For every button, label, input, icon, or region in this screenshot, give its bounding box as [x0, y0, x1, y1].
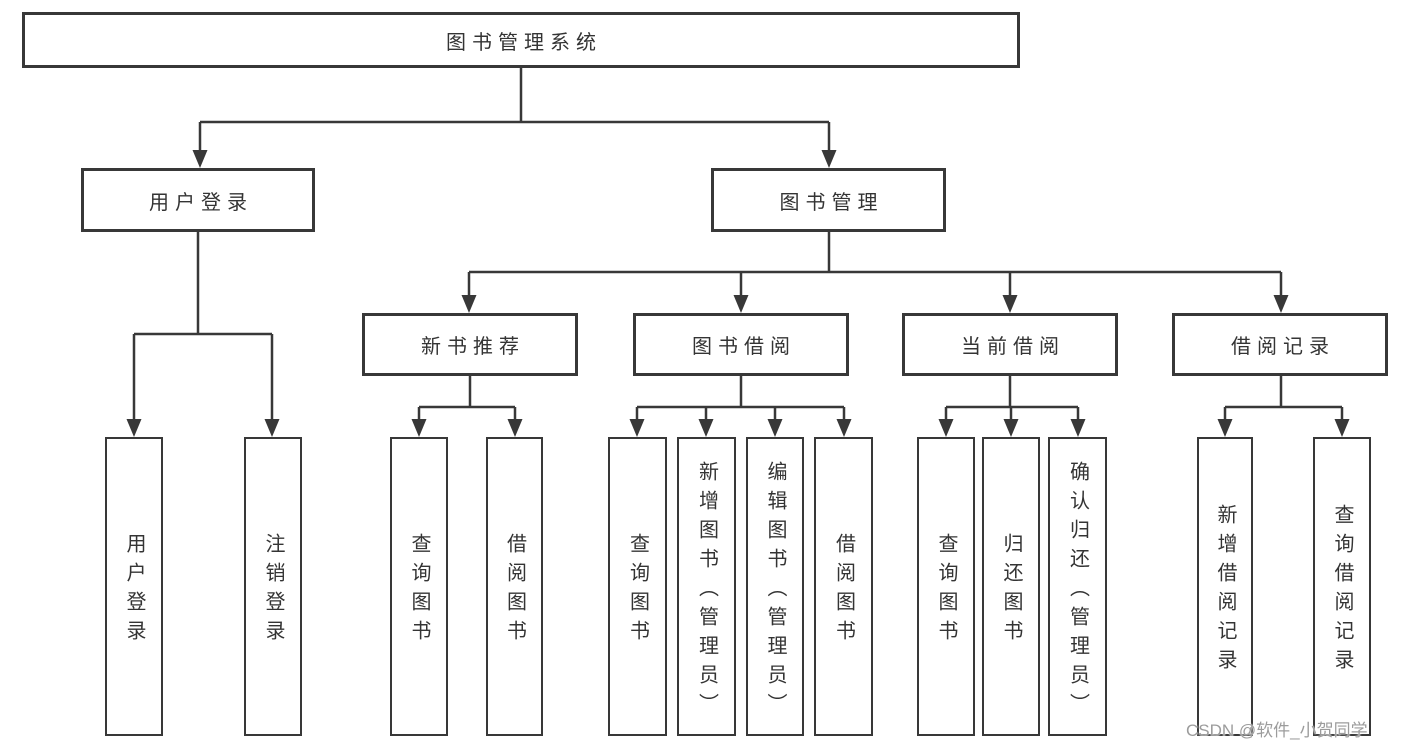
leaf-borrow-book: 借阅图书 — [814, 437, 873, 736]
leaf-borrow-edit-admin-label: 编辑图书（管理员） — [764, 460, 786, 722]
node-user-login: 用户登录 — [81, 168, 315, 232]
leaf-newbooks-query: 查询图书 — [390, 437, 448, 736]
leaf-borrow-query: 查询图书 — [608, 437, 667, 736]
node-current-borrow-label: 当前借阅 — [961, 336, 1065, 358]
node-new-book-recommend-label: 新书推荐 — [421, 336, 525, 358]
node-user-login-label: 用户登录 — [149, 191, 253, 214]
leaf-newbooks-borrow-label: 借阅图书 — [503, 533, 526, 649]
leaf-current-query-label: 查询图书 — [935, 533, 957, 649]
leaf-borrow-edit-admin: 编辑图书（管理员） — [746, 437, 804, 736]
leaf-logout-label: 注销登录 — [262, 533, 284, 649]
leaf-borrow-add-admin: 新增图书（管理员） — [677, 437, 736, 736]
node-root-system: 图书管理系统 — [22, 12, 1020, 68]
leaf-records-query: 查询借阅记录 — [1313, 437, 1371, 736]
node-borrow-records: 借阅记录 — [1172, 313, 1388, 376]
leaf-current-return-label: 归还图书 — [1000, 533, 1022, 649]
node-book-borrow: 图书借阅 — [633, 313, 849, 376]
leaf-current-confirm-admin-label: 确认归还（管理员） — [1066, 460, 1089, 722]
node-book-management-label: 图书管理 — [779, 191, 884, 214]
leaf-user-login: 用户登录 — [105, 437, 163, 736]
leaf-newbooks-query-label: 查询图书 — [408, 533, 430, 649]
leaf-current-confirm-admin: 确认归还（管理员） — [1048, 437, 1107, 736]
leaf-records-add-label: 新增借阅记录 — [1214, 504, 1236, 678]
arrowheads — [126, 150, 1350, 437]
leaf-logout: 注销登录 — [244, 437, 302, 736]
leaf-borrow-add-admin-label: 新增图书（管理员） — [695, 460, 718, 722]
leaf-records-query-label: 查询借阅记录 — [1331, 504, 1353, 678]
leaf-borrow-book-label: 借阅图书 — [832, 533, 855, 649]
node-new-book-recommend: 新书推荐 — [362, 313, 578, 376]
leaf-records-add: 新增借阅记录 — [1197, 437, 1253, 736]
leaf-current-query: 查询图书 — [917, 437, 975, 736]
leaf-current-return: 归还图书 — [982, 437, 1040, 736]
csdn-watermark: CSDN @软件_小贺同学 — [1186, 721, 1368, 740]
node-current-borrow: 当前借阅 — [902, 313, 1118, 376]
node-book-borrow-label: 图书借阅 — [692, 336, 796, 358]
leaf-borrow-query-label: 查询图书 — [626, 533, 649, 649]
leaf-user-login-label: 用户登录 — [123, 533, 145, 649]
connector-paths — [132, 68, 1344, 421]
leaf-newbooks-borrow: 借阅图书 — [486, 437, 543, 736]
node-book-management: 图书管理 — [711, 168, 946, 232]
node-borrow-records-label: 借阅记录 — [1231, 336, 1335, 358]
node-root-label: 图书管理系统 — [446, 31, 602, 54]
